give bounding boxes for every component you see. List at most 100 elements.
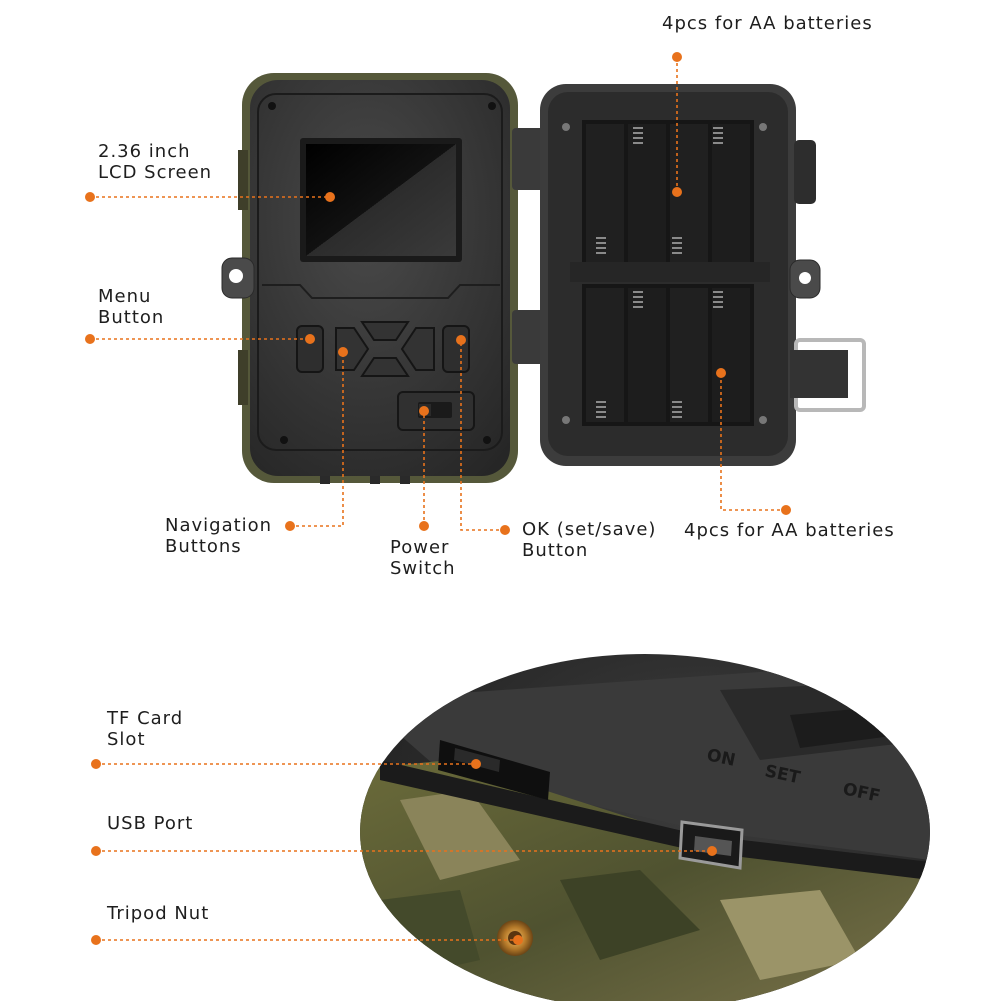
battery-slot — [628, 288, 666, 422]
navigation-buttons[interactable] — [335, 321, 435, 377]
label-line: Slot — [107, 729, 146, 750]
hinge-edge — [238, 150, 248, 210]
leader-batteries-bottom — [720, 373, 786, 511]
ok-button[interactable] — [442, 325, 470, 373]
label-line: OK (set/save) — [522, 519, 657, 540]
screw — [483, 436, 491, 444]
label-line: Tripod Nut — [107, 903, 210, 924]
label-line: USB Port — [107, 813, 194, 834]
label-lcd-screen: 2.36 inch LCD Screen — [98, 141, 212, 183]
callout-dot — [91, 935, 101, 945]
label-menu-button: Menu Button — [98, 286, 164, 328]
latch-body — [790, 350, 848, 398]
callout-dot — [85, 334, 95, 344]
callout-dot — [338, 347, 348, 357]
screw — [268, 102, 276, 110]
camo-patch — [720, 890, 860, 980]
spring — [713, 291, 723, 308]
latch-clip — [794, 140, 816, 204]
label-power-switch: Power Switch — [390, 537, 456, 579]
screw — [562, 416, 570, 424]
label-line: Switch — [390, 558, 456, 579]
screw — [759, 123, 767, 131]
spring — [633, 127, 643, 144]
spring — [713, 127, 723, 144]
callout-dot — [456, 335, 466, 345]
spring — [596, 237, 606, 254]
callout-dot — [716, 368, 726, 378]
nav-down-button[interactable] — [360, 357, 410, 377]
front-panel-inset — [257, 93, 503, 451]
nav-right-button[interactable] — [400, 327, 435, 371]
spring — [672, 237, 682, 254]
callout-dot — [500, 525, 510, 535]
callout-dot — [672, 52, 682, 62]
callout-dot — [85, 192, 95, 202]
strap-lug-hole — [229, 269, 243, 283]
callout-dot — [513, 935, 523, 945]
seal-strip — [380, 760, 930, 880]
camera-front-cover — [221, 73, 518, 484]
label-tf-card-slot: TF Card Slot — [107, 708, 183, 750]
battery-slot — [586, 124, 624, 264]
screw — [759, 416, 767, 424]
bottom-notch — [320, 476, 330, 484]
battery-slot — [712, 288, 750, 422]
camo-patch — [400, 790, 520, 880]
callout-dot — [419, 406, 429, 416]
battery-slot — [628, 124, 666, 264]
callout-dot — [672, 187, 682, 197]
battery-bays-top — [582, 120, 754, 268]
label-line: Navigation — [165, 515, 273, 536]
battery-springs — [596, 127, 723, 418]
callout-dot — [419, 521, 429, 531]
screw — [562, 123, 570, 131]
label-line: 4pcs for AA batteries — [684, 520, 895, 541]
callout-dot — [781, 505, 791, 515]
callout-dots — [85, 52, 791, 945]
panel-divider — [262, 284, 500, 299]
label-line: LCD Screen — [98, 162, 213, 183]
label-ok-button: OK (set/save) Button — [522, 519, 656, 561]
label-line: Buttons — [165, 536, 242, 557]
callout-leaders — [90, 57, 786, 941]
label-line: 4pcs for AA batteries — [662, 13, 873, 34]
label-line: Menu — [98, 286, 152, 307]
callout-dot — [305, 334, 315, 344]
battery-divider — [570, 262, 770, 282]
label-line: TF Card — [107, 708, 184, 729]
strap-lug-hole — [799, 272, 811, 284]
battery-slot — [670, 288, 708, 422]
label-line: Button — [522, 540, 589, 561]
nav-left-button[interactable] — [335, 327, 370, 371]
label-tripod-nut: Tripod Nut — [107, 903, 209, 924]
label-line: Button — [98, 307, 165, 328]
leader-navigation-buttons — [290, 352, 344, 527]
side-detail-inset: ON SET OFF — [360, 654, 930, 1001]
callout-dot — [285, 521, 295, 531]
label-navigation-buttons: Navigation Buttons — [165, 515, 272, 557]
leader-ok-button — [460, 340, 505, 531]
hinge-edge — [238, 350, 248, 405]
nav-up-button[interactable] — [360, 321, 410, 341]
hinge — [512, 128, 546, 190]
callout-dot — [91, 846, 101, 856]
camo-patch — [560, 870, 700, 960]
bottom-notch — [400, 476, 410, 484]
callout-dot — [91, 759, 101, 769]
battery-slot — [712, 124, 750, 264]
menu-button[interactable] — [296, 325, 324, 373]
spring — [672, 401, 682, 418]
label-line: 2.36 inch — [98, 141, 191, 162]
bottom-notch — [370, 476, 380, 484]
hinge — [512, 310, 546, 364]
battery-compartment-cover — [540, 84, 866, 466]
battery-slot — [586, 288, 624, 422]
callout-dot — [707, 846, 717, 856]
label-batteries-top: 4pcs for AA batteries — [662, 13, 873, 34]
spring — [596, 401, 606, 418]
callout-dot — [325, 192, 335, 202]
battery-bays-bottom — [582, 284, 754, 426]
